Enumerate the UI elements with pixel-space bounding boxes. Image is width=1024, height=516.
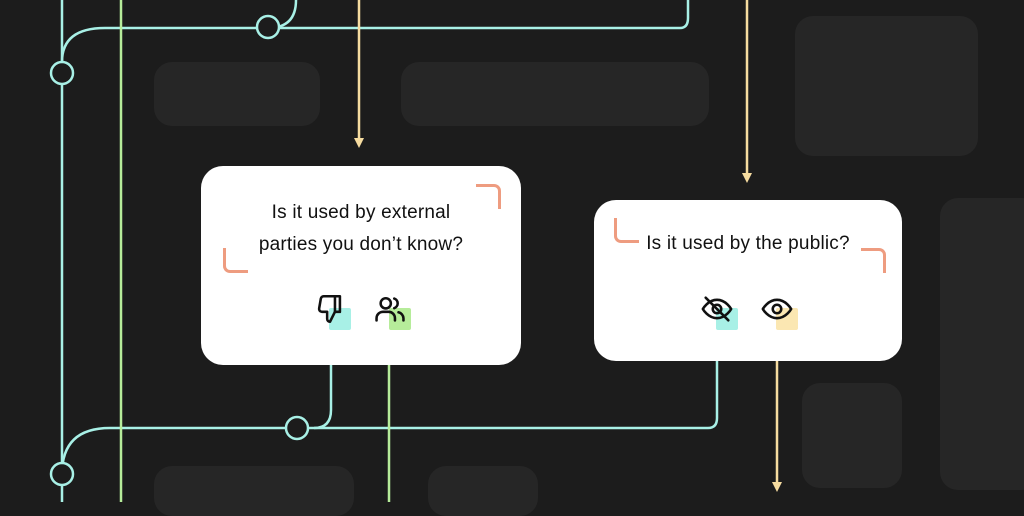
junction-node (49, 60, 75, 86)
corner-bracket (223, 248, 248, 273)
highlight-swatch (776, 308, 798, 330)
background-block (940, 198, 1024, 490)
mint-top-branch (60, 0, 690, 63)
background-block (154, 62, 320, 126)
answer-yes-button[interactable] (371, 290, 411, 330)
eye-icon (761, 298, 793, 320)
question-text: Is it used by the public? (646, 233, 850, 254)
question-line: Is it used by external (271, 202, 451, 223)
question-card-public: Is it used by the public? (594, 200, 902, 361)
junction-node (49, 461, 75, 487)
mint-bottom-branch (60, 332, 719, 475)
thumbs-down-icon (317, 294, 342, 324)
junction-node (255, 14, 281, 40)
question-card-external-parties: Is it used by external parties you don’t… (201, 166, 521, 365)
background-block (795, 16, 978, 156)
flow-connectors (49, 0, 782, 502)
background-block (401, 62, 709, 126)
corner-bracket (861, 248, 886, 273)
mint-thumbs-down-line (313, 332, 333, 430)
question-line: parties you don’t know? (258, 234, 464, 255)
background-block (802, 383, 902, 488)
junction-node (284, 415, 310, 441)
answer-no-button[interactable] (311, 290, 351, 330)
eye-off-icon (701, 296, 733, 322)
question-text: Is it used by external parties you don’t… (201, 197, 521, 261)
answer-yes-button[interactable] (758, 290, 798, 330)
corner-bracket (476, 184, 501, 209)
corner-bracket (614, 218, 639, 243)
users-icon (375, 296, 405, 322)
answer-no-button[interactable] (698, 290, 738, 330)
